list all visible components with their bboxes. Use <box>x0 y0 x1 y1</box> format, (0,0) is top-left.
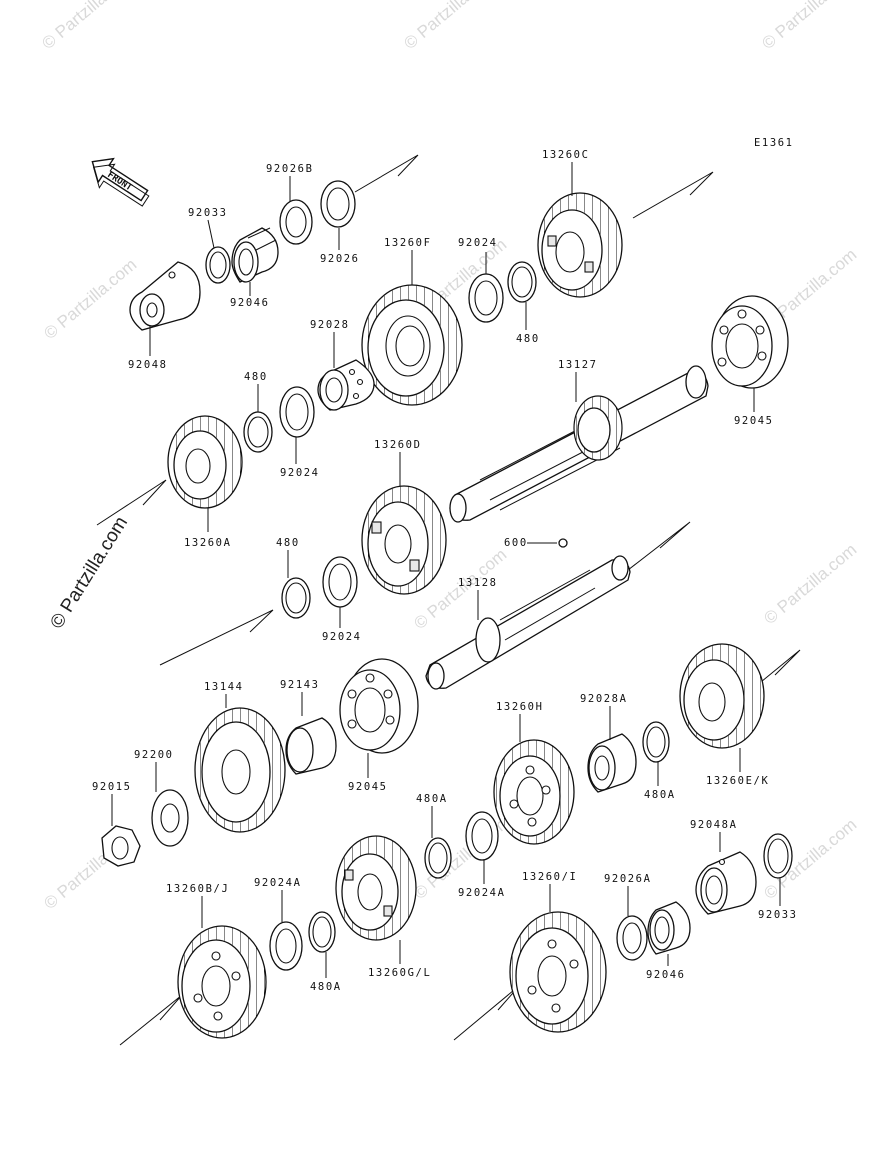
part-92024-washer[interactable] <box>279 386 315 438</box>
front-arrow-icon: FRONT <box>91 157 150 207</box>
label-13260EK[interactable]: 13260E/K <box>706 775 769 787</box>
part-13260BJ-gear[interactable] <box>177 925 267 1039</box>
label-92046[interactable]: 92046 <box>230 297 270 309</box>
part-labels: 92026B 92033 92046 92026 92048 13260C 13… <box>92 149 798 993</box>
label-92033[interactable]: 92033 <box>758 909 798 921</box>
label-92024A[interactable]: 92024A <box>254 877 302 889</box>
label-92045[interactable]: 92045 <box>348 781 388 793</box>
label-92026A[interactable]: 92026A <box>604 873 652 885</box>
part-92033-circlip[interactable] <box>205 246 231 284</box>
axis-lines <box>96 154 801 1046</box>
label-92026[interactable]: 92026 <box>320 253 360 265</box>
part-92015-nut[interactable] <box>101 825 141 867</box>
part-92048-collar[interactable] <box>129 261 201 331</box>
label-13260H[interactable]: 13260H <box>496 701 544 713</box>
part-13127-shaft[interactable] <box>449 365 709 523</box>
part-13260H-gear[interactable] <box>493 739 575 845</box>
part-480-circlip[interactable] <box>507 261 537 303</box>
part-13260F-gear[interactable] <box>361 284 463 406</box>
part-92046-needle-bearing[interactable] <box>647 901 691 955</box>
watermark: © Partzilla.com <box>400 0 500 53</box>
part-92200-lockwasher[interactable] <box>151 789 189 847</box>
diagram-code: E1361 <box>754 137 794 149</box>
part-480-circlip[interactable] <box>243 411 273 453</box>
label-92045[interactable]: 92045 <box>734 415 774 427</box>
part-13260D-gear[interactable] <box>361 485 447 595</box>
label-480A[interactable]: 480A <box>310 981 342 993</box>
label-92048[interactable]: 92048 <box>128 359 168 371</box>
part-92045-ball-bearing[interactable] <box>339 658 419 754</box>
label-92048A[interactable]: 92048A <box>690 819 738 831</box>
part-92024A-washer[interactable] <box>269 921 303 971</box>
label-92024[interactable]: 92024 <box>458 237 498 249</box>
label-92200[interactable]: 92200 <box>134 749 174 761</box>
label-480A[interactable]: 480A <box>416 793 448 805</box>
watermark-main: © Partzilla.com <box>46 513 132 633</box>
label-13260GL[interactable]: 13260G/L <box>368 967 431 979</box>
part-92028A-sleeve[interactable] <box>587 733 637 793</box>
part-480A-circlip[interactable] <box>642 721 670 763</box>
label-92024A[interactable]: 92024A <box>458 887 506 899</box>
label-600[interactable]: 600 <box>504 537 528 549</box>
part-600-ball[interactable] <box>527 538 568 548</box>
part-13128-shaft[interactable] <box>425 555 631 690</box>
leader-lines <box>111 162 781 978</box>
part-13260GL-gear[interactable] <box>335 835 417 941</box>
label-92024[interactable]: 92024 <box>280 467 320 479</box>
label-92015[interactable]: 92015 <box>92 781 132 793</box>
part-92046-needle-bearing[interactable] <box>231 227 279 283</box>
label-92033[interactable]: 92033 <box>188 207 228 219</box>
label-13127[interactable]: 13127 <box>558 359 598 371</box>
label-92024[interactable]: 92024 <box>322 631 362 643</box>
part-13260I-gear[interactable] <box>509 911 607 1033</box>
label-480[interactable]: 480 <box>276 537 300 549</box>
label-13260BJ[interactable]: 13260B/J <box>166 883 229 895</box>
label-92143[interactable]: 92143 <box>280 679 320 691</box>
label-13260A[interactable]: 13260A <box>184 537 232 549</box>
label-13260D[interactable]: 13260D <box>374 439 422 451</box>
watermark: © Partzilla.com <box>38 0 138 53</box>
part-92024A-washer[interactable] <box>465 811 499 861</box>
part-92024-washer[interactable] <box>322 556 358 608</box>
watermark: © Partzilla.com <box>40 255 140 343</box>
part-92048A-collar[interactable] <box>695 851 757 915</box>
part-92026-washer[interactable] <box>320 180 356 228</box>
watermark: © Partzilla.com <box>758 0 858 53</box>
part-92026A-washer[interactable] <box>616 915 648 961</box>
label-92028[interactable]: 92028 <box>310 319 350 331</box>
part-92033-circlip[interactable] <box>763 833 793 879</box>
part-92143-collar[interactable] <box>285 717 337 775</box>
label-13260C[interactable]: 13260C <box>542 149 590 161</box>
part-92026B-washer[interactable] <box>279 199 313 245</box>
part-92045-ball-bearing[interactable] <box>711 295 789 389</box>
label-13260F[interactable]: 13260F <box>384 237 432 249</box>
watermark: © Partzilla.com <box>760 540 860 628</box>
part-92028-sleeve[interactable] <box>317 359 375 411</box>
part-13144-sprocket[interactable] <box>194 707 286 833</box>
label-480[interactable]: 480 <box>244 371 268 383</box>
part-480-circlip[interactable] <box>281 577 311 619</box>
label-13260I[interactable]: 13260/I <box>522 871 577 883</box>
part-480A-circlip[interactable] <box>424 837 452 879</box>
label-480A[interactable]: 480A <box>644 789 676 801</box>
part-480A-circlip[interactable] <box>308 911 336 953</box>
label-92026B[interactable]: 92026B <box>266 163 314 175</box>
label-92028A[interactable]: 92028A <box>580 693 628 705</box>
part-92024-washer[interactable] <box>468 273 504 323</box>
label-13144[interactable]: 13144 <box>204 681 244 693</box>
part-13260C-gear[interactable] <box>537 192 623 298</box>
part-13260A-gear[interactable] <box>167 415 243 509</box>
part-13260EK-gear[interactable] <box>679 643 765 749</box>
label-92046[interactable]: 92046 <box>646 969 686 981</box>
label-13128[interactable]: 13128 <box>458 577 498 589</box>
label-480[interactable]: 480 <box>516 333 540 345</box>
